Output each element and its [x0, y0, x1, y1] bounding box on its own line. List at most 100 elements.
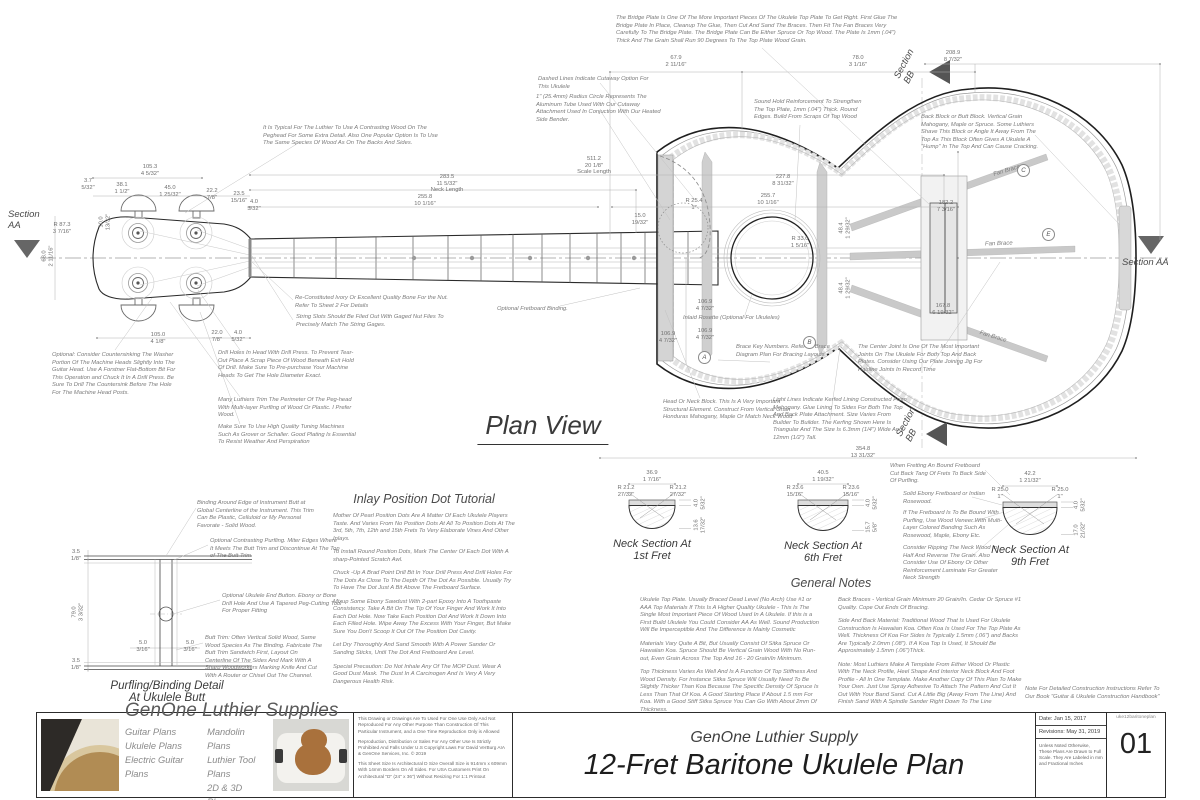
dim-106-9-a: 106.9 4 7/32"	[695, 299, 715, 312]
note-drill-holes: Drill Holes In Head With Drill Press. To…	[218, 350, 354, 379]
dim-167-8: 167.8 6 19/32"	[932, 303, 954, 316]
dim-ns3-width: 42.2 1 21/32"	[1019, 471, 1041, 484]
note-neck-block: Head Or Neck Block. This Is A Very Impor…	[663, 399, 793, 421]
caption-neck-section-1: Neck Section At 1st Fret	[613, 538, 691, 562]
dim-top-78-0: 78.0 3 1/16"	[848, 55, 868, 68]
brace-key-e: E	[1042, 228, 1055, 241]
general-notes-right-3: Note: Most Luthiers Make A Template From…	[838, 661, 1022, 706]
note-sound-hole-reinforcement: Sound Hold Reinforcement To Strengthen T…	[754, 99, 862, 121]
caption-neck-section-3: Neck Section At 9th Fret	[991, 544, 1069, 568]
caption-purfling-detail: Purfling/Binding Detail At Ukulele Butt	[110, 680, 224, 704]
headstock-outline	[92, 216, 251, 300]
dim-head-105-0: 105.0 4 1/8"	[150, 332, 166, 345]
section-aa-right-arrow	[1138, 236, 1164, 254]
fan-brace-label-2: Fan Brace	[984, 240, 1013, 248]
sound-hole	[723, 209, 821, 307]
note-pd-end-button: Optional Ukulele End Button. Ebony or Bo…	[222, 593, 342, 615]
note-peghead-purfling: Many Luthiers Trim The Perimeter Of The …	[218, 397, 352, 419]
dim-r-33-0: R 33.0 1 5/16"	[790, 236, 810, 249]
dim-head-68-0: 68.0 2 11/16"	[41, 245, 54, 267]
category-electric-guitar-plans: Electric Guitar Plans	[125, 755, 184, 779]
note-pd-butt-trim: Butt Trim: Often Vertical Solid Wood, Sa…	[205, 635, 323, 679]
note-fretting: When Fretting An Bound Fretboard Cut Bac…	[890, 463, 986, 485]
dim-pd-79-0: 79.0 3 3/32"	[71, 602, 84, 622]
tuner-buttons	[120, 194, 215, 322]
note-countersink: Optional: Consider Countersinking The Wa…	[52, 352, 176, 396]
category-guitar-plans: Guitar Plans	[125, 727, 177, 738]
dim-ns3-r-right: R 25.0 1"	[1051, 487, 1069, 500]
note-pd-binding: Binding Around Edge of Instrument Butt a…	[197, 500, 314, 529]
general-notes-title: General Notes	[790, 576, 872, 590]
photo-ukulele-cutaway	[41, 719, 119, 791]
note-fretboard-binding: Optional Fretboard Binding.	[497, 306, 568, 312]
title-block-title-cell: GenOne Luthier Supply 12-Fret Baritone U…	[513, 713, 1036, 797]
brace-key-c: C	[1017, 164, 1030, 177]
dim-182-2: 182.2 7 3/16"	[936, 200, 956, 213]
dim-head-r87-3: R 87.3 3 7/16"	[52, 222, 72, 235]
dim-head-23-5: 23.5 15/16"	[230, 191, 248, 204]
neck-section-6th-fret	[796, 483, 864, 531]
brace-key-a: A	[698, 351, 711, 364]
legal-paragraph-3: This Sheet Size Is Architectural D Size …	[358, 761, 507, 779]
dim-head-38-1: 38.1 1 1/2"	[114, 182, 130, 195]
category-ukulele-plans: Ukulele Plans	[125, 741, 182, 752]
dim-354-8: 354.8 13 31/32"	[850, 446, 876, 459]
dim-106-9-b: 106.9 4 7/32"	[695, 328, 715, 341]
photo-body-in-mold	[273, 719, 349, 791]
dim-neck-255-8: 255.8 10 1/16"	[414, 194, 436, 207]
nut	[248, 239, 252, 277]
inlay-tutorial-p3: Chuck -Up A Brad Point Drill Bit In Your…	[333, 570, 513, 592]
plan-drawing	[14, 47, 1168, 672]
position-dots	[411, 255, 637, 261]
plan-title: 12-Fret Baritone Ukulele Plan	[583, 748, 965, 781]
dim-head-22-0: 22.0 7/8"	[211, 330, 223, 343]
general-notes-right-1: Back Braces - Vertical Grain Minimum 20 …	[838, 597, 1022, 611]
string-leads	[139, 229, 251, 287]
dim-r-25-4: R 25.4 1"	[685, 198, 703, 211]
supply-title: GenOne Luthier Supply	[690, 728, 858, 746]
legal-paragraph-2: Reproduction, Distribution or Sales For …	[358, 738, 505, 757]
general-notes-left-1: Ukulele Top Plate. Usually Braced Dead L…	[640, 597, 819, 634]
neck-section-1st-fret	[627, 483, 691, 529]
dimension-lines	[54, 63, 1161, 459]
inlay-tutorial-title: Inlay Position Dot Tutorial	[353, 492, 495, 506]
dim-ns2-width: 40.5 1 19/32"	[812, 470, 834, 483]
category-mandolin-plans: Mandolin Plans	[207, 727, 245, 752]
cutaway-dashed	[659, 155, 711, 259]
title-block-sheet-cell: uke12baritoneplan 01	[1107, 713, 1165, 797]
file-code: uke12baritoneplan	[1116, 715, 1156, 720]
note-handbook: Note For Detailed Construction Instructi…	[1025, 686, 1160, 700]
strings	[252, 247, 944, 269]
category-column-1: Guitar Plans Ukulele Plans Electric Guit…	[125, 726, 193, 800]
dim-top-208-9: 208.9 8 7/32"	[943, 50, 963, 63]
dim-head-45-0: 45.0 1 25/32"	[159, 185, 181, 198]
note-bridge-plate: The Bridge Plate Is One Of The More Impo…	[616, 15, 898, 44]
note-tuning-machines: Make Sure To Use High Quality Tuning Mac…	[218, 424, 356, 446]
note-pd-contrast: Optional Contrasting Purfling. Miter Edg…	[210, 538, 340, 560]
dim-head-length: 105.3 4 5/32"	[140, 164, 160, 177]
company-name: GenOne Luthier Supplies	[125, 700, 339, 722]
note-kerfed-lining: Light Lines Indicate Kerfed Lining Const…	[773, 397, 907, 441]
dim-head-10-0: 10.0 13/32"	[98, 213, 111, 231]
revisions-field: Revisions: May 31, 2019	[1036, 726, 1106, 739]
dim-ns1-r-left: R 21.2 27/32"	[617, 485, 635, 498]
inlay-tutorial-p5: Let Dry Thoroughly And Sand Smooth With …	[333, 642, 496, 656]
note-fretboard-bound: If The Fretboard Is To Be Bound With Pur…	[903, 510, 1002, 539]
note-back-block: Back Block or Butt Block. Vertical Grain…	[921, 114, 1039, 151]
dim-ns3-depth: 17.0 21/32"	[1073, 521, 1086, 539]
dim-15-0: 15.0 19/32"	[631, 213, 649, 226]
title-block: GenOne Luthier Supplies Guitar Plans Uku…	[36, 700, 1166, 800]
note-neck-wood-rip: Consider Ripping The Neck Wood In Half A…	[903, 545, 998, 582]
dim-ns2-r-right: R 23.6 15/16"	[842, 485, 860, 498]
legal-paragraph-1: This Drawing or Drawings Are To Used For…	[358, 716, 500, 734]
dimension-ticks	[92, 63, 1161, 459]
title-block-legal-cell: This Drawing or Drawings Are To Used For…	[354, 713, 513, 797]
general-notes-left-3: Top Thickness Varies As Well And Is A Fu…	[640, 669, 819, 713]
dim-scale-length: 511.2 20 1/8" Scale Length	[577, 156, 611, 176]
tail-block	[1118, 205, 1132, 311]
dim-body-227-8: 227.8 8 31/32"	[772, 174, 794, 187]
note-string-slots: String Slots Should Be Filed Out With Ga…	[296, 314, 444, 328]
section-aa-left-label: Section AA	[8, 209, 40, 231]
dim-ns1-fb: 4.0 5/32"	[693, 496, 706, 510]
bridge	[929, 202, 958, 314]
